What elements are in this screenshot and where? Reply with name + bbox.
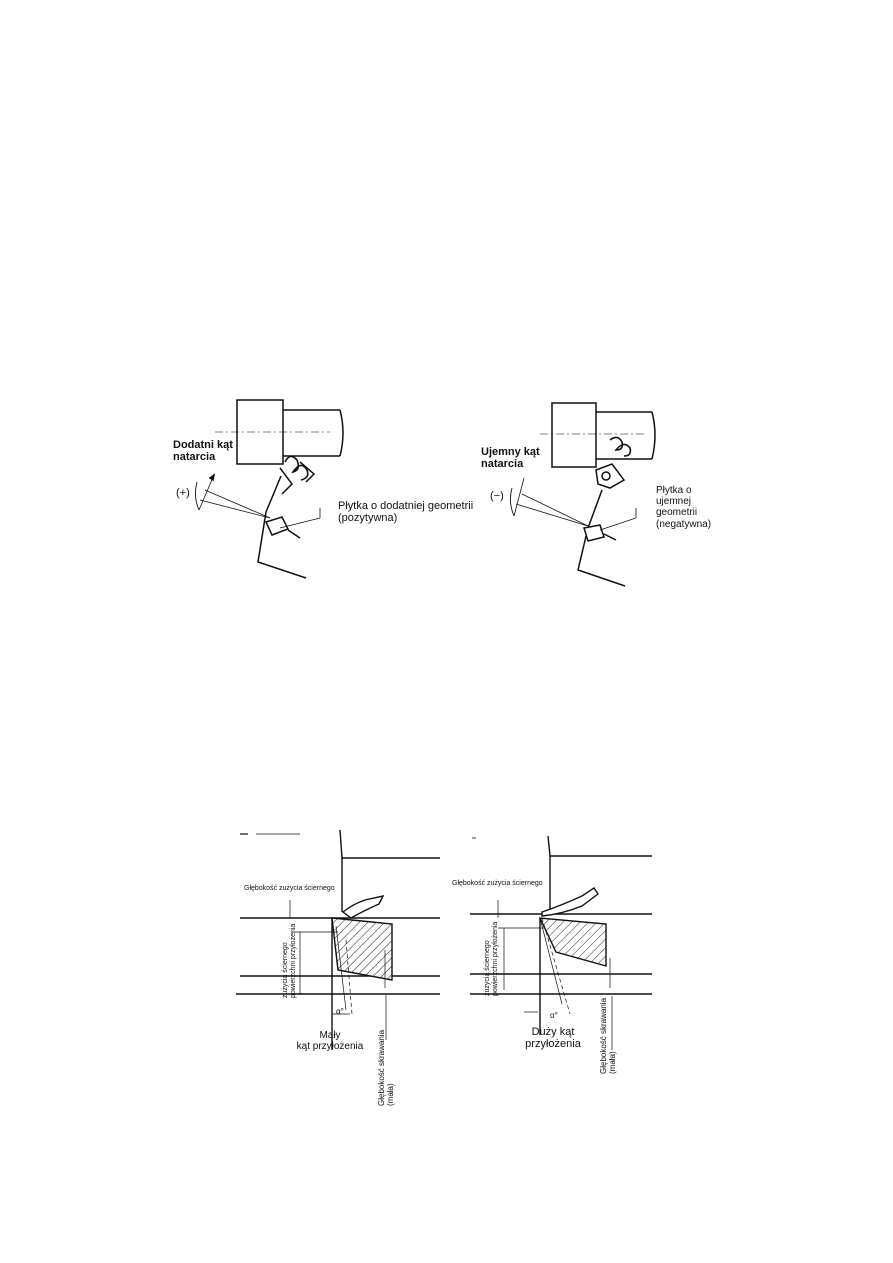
large-clearance-angle-label-line2: przyłożenia (525, 1038, 581, 1051)
positive-rake-angle-label-line2: natarcia (173, 451, 216, 464)
workpiece-step (236, 829, 440, 995)
small-clearance-angle-label-line1: Mały (319, 1030, 341, 1041)
left-cut-depth-label: Głębokość skrawania (mała) (377, 1030, 396, 1106)
right-flank-wear-label-line1: zużycia ściernego (484, 940, 491, 996)
left-flank-wear-label-line1: zużycia ściernego (282, 942, 289, 998)
negative-rake-angle-label: Ujemny kąt natarcia (481, 446, 540, 471)
positive-rake-angle-label: Dodatni kąt natarcia (173, 439, 233, 464)
left-alpha-label: α° (336, 1007, 344, 1016)
left-flank-wear-label-line2: powierzchni przyłożenia (289, 923, 297, 998)
tool-holder (199, 475, 321, 579)
workpiece-shaft (215, 399, 344, 465)
large-clearance-angle-label: Duży kąt przyłożenia (518, 1026, 588, 1051)
positive-rake-drawing (194, 399, 344, 579)
large-clearance-angle-drawing (470, 835, 652, 1050)
small-clearance-angle-label-line2: kąt przyłożenia (296, 1041, 364, 1053)
cutting-tool (538, 917, 607, 1035)
positive-sign-label: (+) (176, 487, 190, 499)
chip-curl (279, 455, 316, 495)
right-flank-wear-label: zużycia ściernego powierzchni przyłożeni… (484, 922, 500, 996)
workpiece-shaft (540, 402, 656, 468)
left-wear-depth-label: Głębokość zużycia ściernego (244, 885, 335, 892)
negative-insert-label-line1: Płytka o (656, 485, 692, 496)
left-cut-depth-label-line2: (mała) (385, 1083, 395, 1106)
negative-insert-label-line3: geometrii (656, 507, 698, 519)
negative-rake-angle-label-line1: Ujemny kąt (481, 446, 540, 458)
negative-insert-label-line2: ujemnej (656, 496, 692, 508)
chip-curl (595, 436, 632, 489)
right-flank-wear-label-line2: powierzchni przyłożenia (491, 921, 499, 996)
negative-insert-label: Płytka o ujemnej geometrii (negatywna) (656, 485, 711, 530)
chip (341, 894, 385, 919)
large-clearance-angle-label-line1: Duży kąt (531, 1026, 575, 1038)
right-cut-depth-label-line2: (mała) (607, 1051, 617, 1074)
negative-rake-drawing (509, 402, 656, 587)
rake-angle-arc (194, 473, 216, 511)
workpiece-step (470, 835, 652, 995)
dimension-lines (289, 900, 387, 1040)
positive-insert-label-line2: (pozytywna) (338, 512, 398, 525)
positive-rake-angle-label-line1: Dodatni kąt (173, 439, 233, 451)
negative-sign-label: (−) (490, 490, 504, 502)
tool-holder (515, 489, 637, 587)
positive-insert-label: Płytka o dodatniej geometrii (pozytywna) (338, 500, 473, 525)
small-clearance-angle-label: Mały kąt przyłożenia (285, 1030, 375, 1052)
cutting-tool (331, 917, 393, 1050)
rake-angle-arc (509, 477, 525, 517)
right-wear-depth-label: Głębokość zużycia ściernego (452, 880, 543, 887)
chip (541, 887, 599, 917)
positive-insert-label-line1: Płytka o dodatniej geometrii (338, 500, 474, 512)
right-alpha-label: α° (550, 1011, 558, 1020)
dimension-lines (497, 900, 613, 1050)
left-flank-wear-label: zużycia ściernego powierzchni przyłożeni… (282, 924, 298, 998)
negative-insert-label-line4: (negatywna) (656, 518, 712, 530)
small-clearance-angle-drawing (236, 829, 440, 1050)
negative-rake-angle-label-line2: natarcia (481, 458, 524, 471)
right-cut-depth-label: Głębokość skrawania (mała) (599, 998, 618, 1074)
